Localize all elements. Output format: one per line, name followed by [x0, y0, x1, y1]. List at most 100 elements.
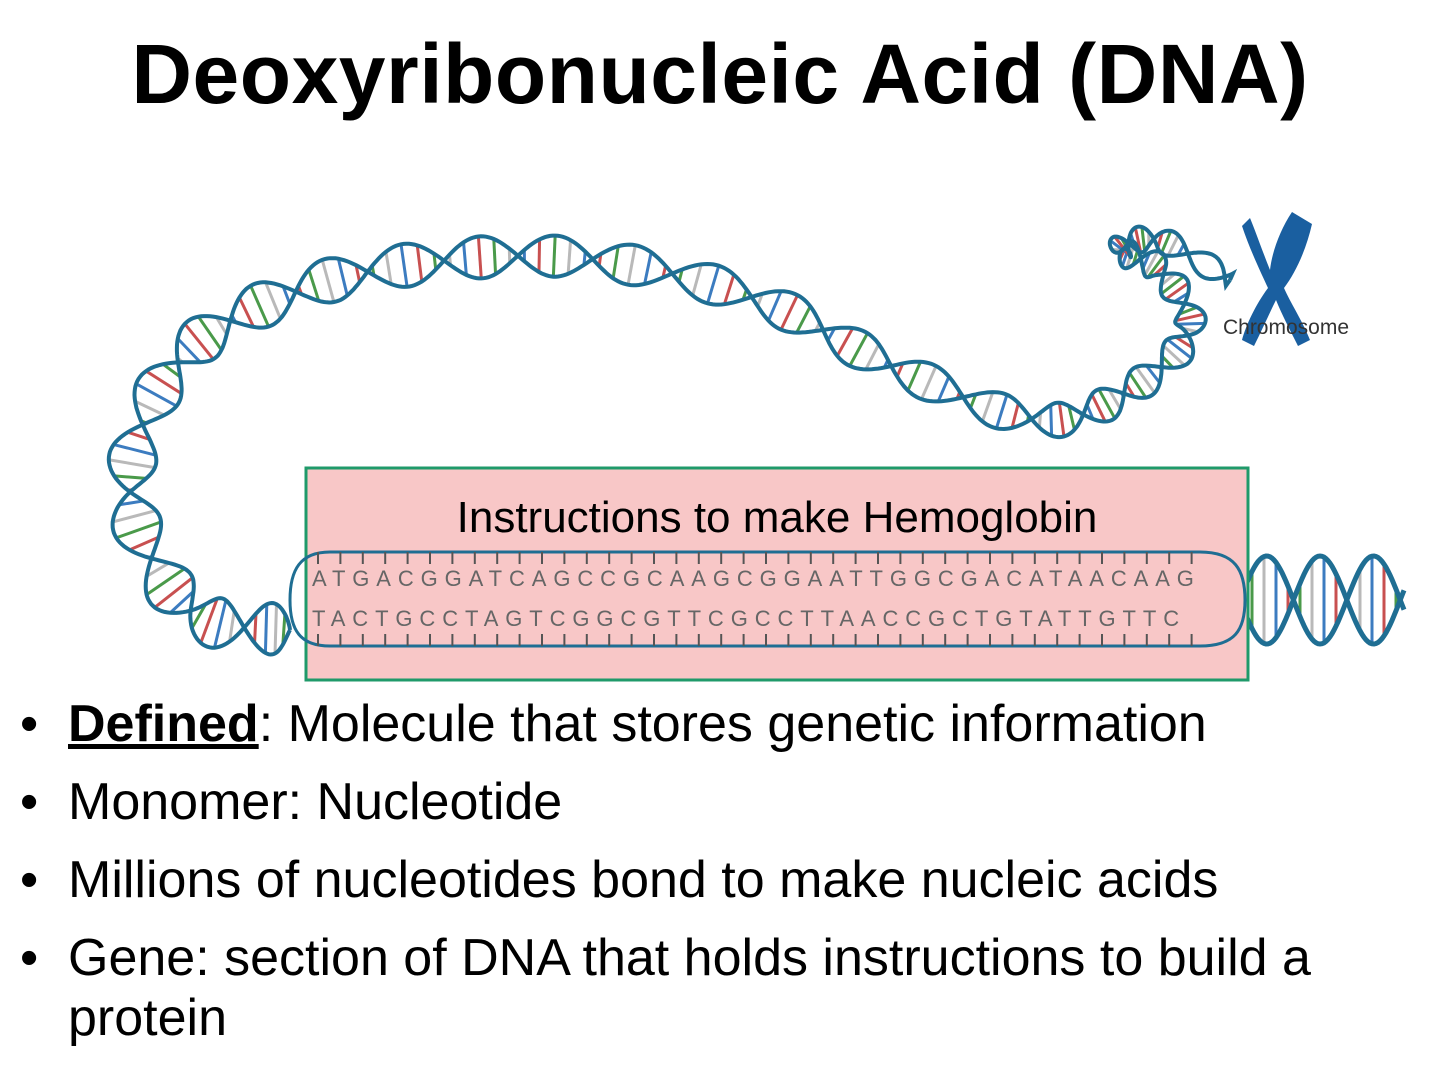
bullet-text: Monomer: Nucleotide	[68, 773, 563, 831]
helix-base-pair	[462, 242, 468, 276]
helix-base-pair	[1057, 402, 1066, 437]
helix-base-pair	[1176, 321, 1206, 326]
helix-backbone	[110, 224, 1232, 650]
helix-base-pair	[1174, 335, 1194, 350]
helix-base-pair	[551, 235, 557, 277]
bullet-item-gene: • Gene: section of DNA that holds instruc…	[20, 928, 1420, 1048]
chromosome-icon	[1242, 212, 1312, 346]
dna-strand-bottom: TACTGCCTAGTCGGCGTTCGCCTTAACCGCTGTATTGTTC	[312, 606, 1186, 631]
helix-base-pair	[320, 259, 336, 303]
helix-base-pair	[213, 599, 228, 649]
helix-base-pair	[264, 281, 282, 320]
helix-base-pair	[399, 244, 409, 287]
helix-base-pair	[1143, 250, 1160, 277]
helix-base-pair	[920, 365, 938, 400]
helix-base-pair	[113, 443, 157, 457]
helix-base-pair	[145, 369, 183, 395]
helix-base-pair	[611, 245, 620, 279]
dna-strand-top: ATGACGGATCAGCCGCAAGCGGAATTGGCGACATAACAAG	[312, 566, 1201, 591]
helix-base-pair	[1010, 402, 1020, 429]
helix-base-pair	[1159, 230, 1173, 254]
helix-base-pair	[162, 363, 182, 379]
helix-base-pair	[936, 376, 951, 402]
helix-base-pair	[1164, 281, 1190, 301]
helix-base-pair	[135, 382, 178, 408]
helix-base-pair	[1067, 405, 1076, 431]
bullet-term: Defined	[68, 695, 259, 753]
helix-backbone	[106, 228, 1238, 657]
helix-base-pair	[1160, 275, 1185, 296]
helix-base-pair	[183, 322, 215, 361]
helix-base-pair	[145, 567, 186, 596]
helix-base-pair	[848, 332, 869, 367]
helix-base-pair	[127, 430, 151, 441]
helix-base-pair	[134, 399, 165, 417]
helix-base-pair	[238, 296, 255, 328]
helix-base-pair	[114, 474, 147, 480]
helix-base-pair	[199, 598, 219, 644]
helix-base-pair	[228, 610, 236, 642]
helix-base-pair	[190, 603, 208, 629]
helix-base-pair	[980, 391, 995, 422]
helix-base-pair	[906, 361, 922, 392]
bullet-text: Gene: section of DNA that holds instruct…	[68, 929, 1311, 1047]
bullet-dot: •	[20, 929, 39, 987]
dna-illustration: Chromosome Instructions to make Hemoglob…	[106, 212, 1407, 682]
helix-base-pair	[722, 274, 736, 305]
helix-base-pair	[128, 535, 160, 552]
bullet-dot: •	[20, 695, 39, 753]
helix-base-pair	[336, 258, 349, 296]
bullet-dot: •	[20, 773, 39, 831]
dna-helix-strands	[106, 224, 1407, 657]
helix-base-pair	[197, 315, 223, 351]
helix-base-pair	[779, 294, 799, 331]
helix-base-pair	[273, 604, 278, 654]
helix-base-pair	[1162, 344, 1186, 367]
bullet-text: : Molecule that stores genetic informati…	[258, 695, 1207, 753]
gene-box-label: Instructions to make Hemoglobin	[457, 493, 1098, 542]
helix-base-pair	[864, 343, 881, 371]
helix-base-pair	[215, 316, 229, 336]
helix-base-pair	[835, 327, 854, 357]
helix-base-pair	[176, 337, 202, 364]
unwound-dna-segment: ATGACGGATCAGCCGCAAGCGGAATTGGCGACATAACAAG…	[288, 550, 1247, 648]
helix-base-pair	[115, 520, 162, 540]
bullet-text: Millions of nucleotides bond to make nuc…	[68, 851, 1219, 909]
helix-base-pair	[281, 285, 292, 305]
helix-base-pair	[1175, 312, 1205, 323]
bullet-list: • Defined: Molecule that stores genetic i…	[20, 694, 1420, 1066]
helix-base-pair	[1145, 364, 1161, 384]
chromosome-label: Chromosome	[1223, 316, 1349, 339]
helix-base-pair	[1049, 405, 1054, 436]
helix-base-pair	[492, 238, 498, 275]
helix-base-pair	[1178, 305, 1198, 316]
helix-base-pair	[537, 239, 542, 273]
helix-backbone	[1237, 553, 1407, 647]
helix-base-pair	[384, 251, 393, 285]
helix-base-pair	[253, 613, 258, 643]
helix-base-pair	[263, 604, 269, 653]
helix-base-pair	[307, 269, 321, 302]
helix-base-pair	[795, 305, 812, 334]
helix-base-pair	[415, 245, 424, 282]
helix-base-pair	[626, 244, 637, 285]
bullet-item-defined: • Defined: Molecule that stores genetic i…	[20, 694, 1420, 754]
helix-base-pair	[691, 263, 703, 296]
helix-base-pair	[118, 499, 144, 507]
helix-base-pair	[1107, 388, 1122, 410]
helix-base-pair	[1097, 388, 1117, 419]
bullet-item-monomer: • Monomer: Nucleotide	[20, 772, 1420, 832]
helix-base-pair	[153, 576, 194, 609]
helix-base-pair	[706, 265, 721, 304]
bullet-dot: •	[20, 851, 39, 909]
helix-base-pair	[1166, 234, 1180, 257]
bullet-item-millions: • Millions of nucleotides bond to make nu…	[20, 850, 1420, 910]
helix-base-pair	[112, 509, 157, 524]
helix-base-pair	[1166, 338, 1193, 360]
helix-base-pair	[476, 236, 483, 279]
helix-base-pair	[767, 290, 783, 322]
helix-base-pair	[1128, 372, 1148, 399]
helix-backbone	[1237, 553, 1407, 647]
helix-base-pair	[969, 393, 978, 409]
helix-base-pair	[169, 590, 195, 614]
